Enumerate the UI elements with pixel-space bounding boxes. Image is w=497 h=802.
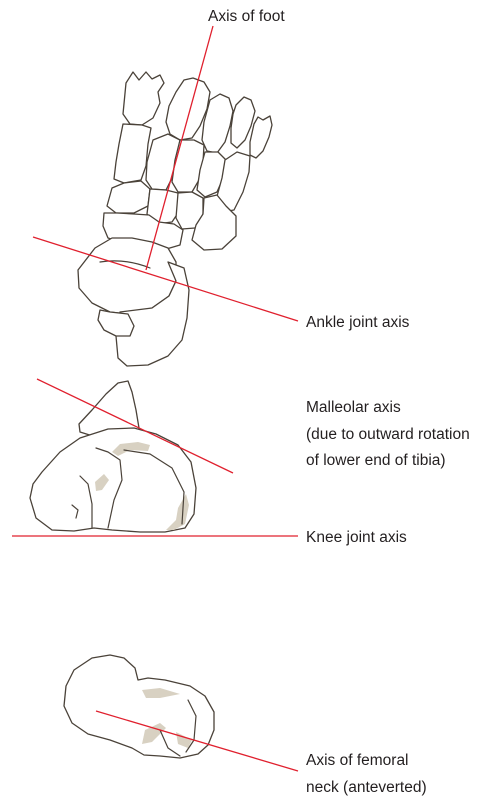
label-knee-joint-axis: Knee joint axis: [306, 529, 407, 546]
label-ankle-joint-axis: Ankle joint axis: [306, 314, 410, 331]
label-malleolar-axis-line1: Malleolar axis: [306, 399, 401, 416]
toe-fifth: [250, 116, 272, 158]
femoral-neck-bones: [64, 655, 214, 758]
toe-big-proximal: [123, 72, 164, 125]
foot-bones: [78, 72, 272, 366]
label-axis-of-foot: Axis of foot: [208, 8, 285, 25]
label-malleolar-axis-line2: (due to outward rotation: [306, 426, 470, 443]
label-femoral-neck-line1: Axis of femoral: [306, 752, 409, 769]
label-malleolar-axis-line3: of lower end of tibia): [306, 452, 446, 469]
metatarsal-first: [114, 124, 151, 183]
label-femoral-neck-line2: neck (anteverted): [306, 779, 427, 796]
calcaneus-posterior: [98, 310, 134, 336]
medial-cuneiform: [107, 181, 150, 213]
